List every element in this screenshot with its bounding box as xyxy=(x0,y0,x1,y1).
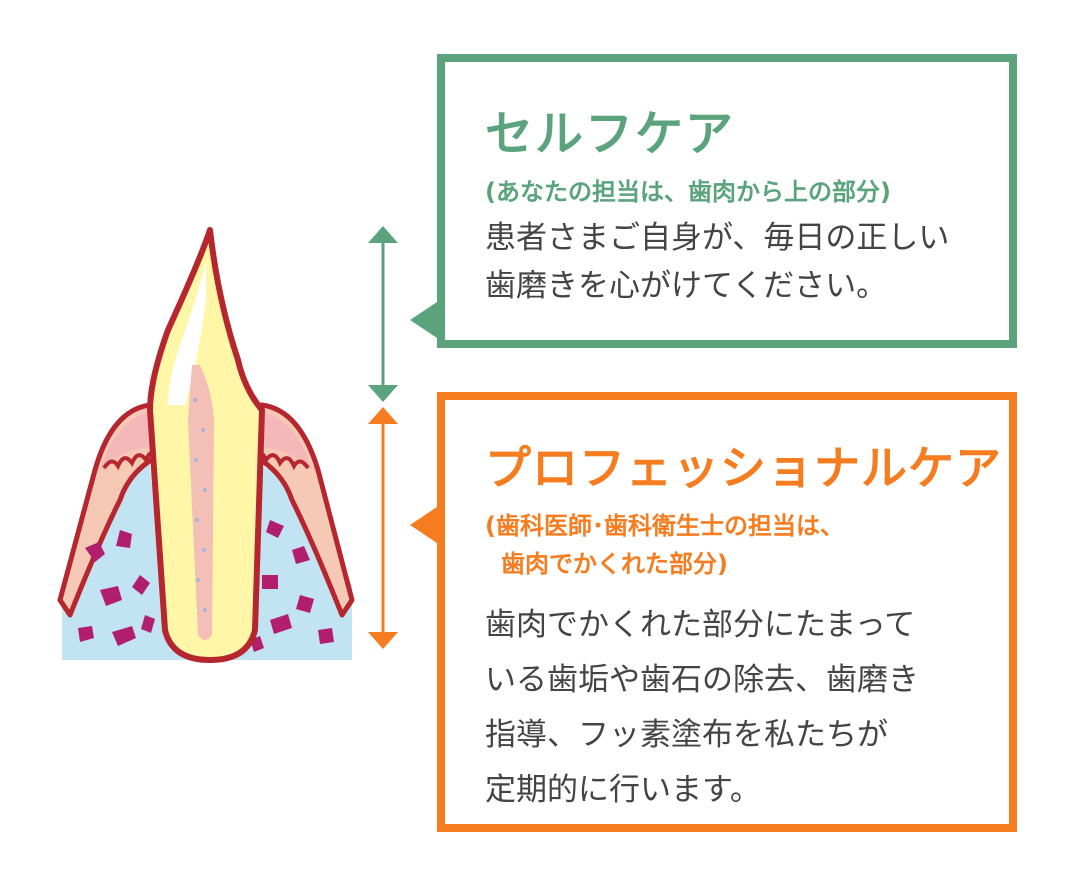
bone-spots xyxy=(78,520,334,652)
professional-care-box: プロフェッショナルケア (歯科医師･歯科衛生士の担当は、 歯肉でかくれた部分) … xyxy=(437,392,1017,832)
tooth-pulp xyxy=(188,365,214,640)
range-arrows xyxy=(368,226,398,649)
professional-care-subtitle-line: 歯肉でかくれた部分) xyxy=(501,550,728,578)
professional-care-title: プロフェッショナルケア xyxy=(485,441,1002,495)
gum-pink-left xyxy=(100,412,156,470)
gum-pink-right xyxy=(256,412,312,470)
self-care-description-line: 患者さまご自身が、毎日の正しい xyxy=(485,220,950,256)
self-care-range-arrow xyxy=(368,226,398,402)
self-care-title: セルフケア xyxy=(485,106,736,162)
tooth-illustration xyxy=(57,227,355,663)
professional-care-pointer xyxy=(410,507,437,543)
tooth-enamel xyxy=(168,262,206,405)
professional-care-range-arrow xyxy=(368,407,398,649)
professional-care-subtitle: (歯科医師･歯科衛生士の担当は、 歯肉でかくれた部分) xyxy=(485,507,844,583)
self-care-subtitle: (あなたの担当は、歯肉から上の部分) xyxy=(485,178,891,206)
self-care-box: セルフケア (あなたの担当は、歯肉から上の部分) 患者さまご自身が、毎日の正しい… xyxy=(437,54,1017,348)
gum-wave-left xyxy=(102,450,158,471)
self-care-description: 患者さまご自身が、毎日の正しい 歯磨きを心がけてください。 xyxy=(485,214,949,310)
professional-care-description-line: 歯肉でかくれた部分にたまって xyxy=(485,607,916,643)
professional-care-subtitle-line: (歯科医師･歯科衛生士の担当は、 xyxy=(485,512,844,540)
professional-care-description-line: 定期的に行います。 xyxy=(485,772,761,808)
self-care-pointer xyxy=(410,302,437,338)
jaw-bone xyxy=(62,465,352,660)
pulp-dots xyxy=(193,398,207,612)
self-care-description-line: 歯磨きを心がけてください。 xyxy=(485,268,888,304)
professional-care-description: 歯肉でかくれた部分にたまって いる歯垢や歯石の除去、歯磨き 指導、フッ素塗布を私… xyxy=(485,598,919,818)
professional-care-description-line: いる歯垢や歯石の除去、歯磨き xyxy=(485,662,919,698)
professional-care-description-line: 指導、フッ素塗布を私たちが xyxy=(485,717,888,753)
